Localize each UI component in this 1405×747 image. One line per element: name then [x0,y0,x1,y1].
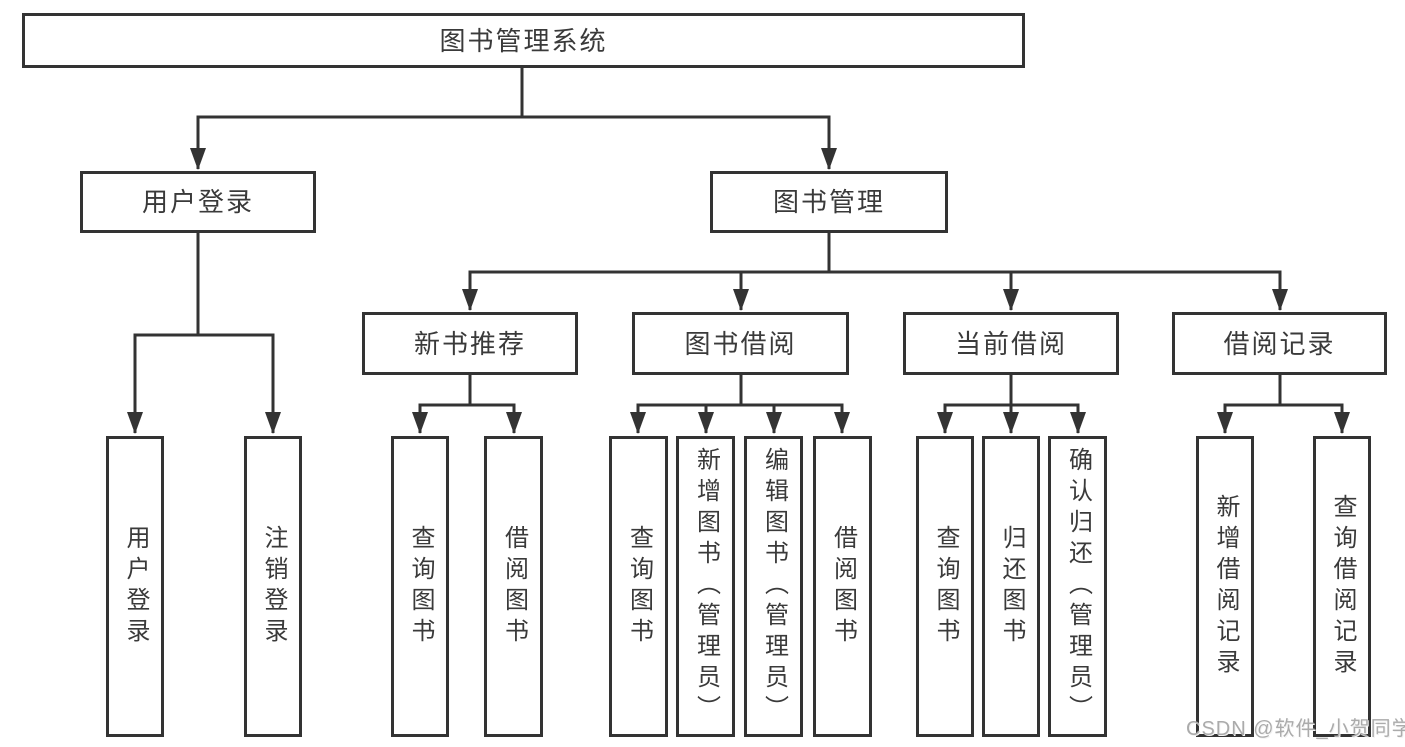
leaf-query-borrow-record: 查询借阅记录 [1313,436,1371,737]
leaf-label: 用户登录 [122,524,149,649]
leaf-borrow-book-1: 借阅图书 [484,436,543,737]
leaf-label: 查询图书 [407,524,434,649]
leaf-add-borrow-record: 新增借阅记录 [1196,436,1254,737]
node-system-root: 图书管理系统 [22,13,1025,68]
leaf-label: 查询借阅记录 [1329,493,1356,680]
leaf-add-book-admin: 新增图书（管理员） [676,436,735,737]
leaf-label: 借阅图书 [500,524,528,649]
leaf-query-book-3: 查询图书 [916,436,974,737]
node-current-borrow: 当前借阅 [903,312,1119,375]
leaf-label: 查询图书 [932,524,959,649]
leaf-label: 确认归还（管理员） [1064,447,1092,726]
leaf-label: 注销登录 [260,524,287,649]
node-borrow-record: 借阅记录 [1172,312,1387,375]
leaf-label: 借阅图书 [829,524,857,649]
leaf-query-book-2: 查询图书 [609,436,668,737]
leaf-borrow-book-2: 借阅图书 [813,436,872,737]
leaf-label: 新增图书（管理员） [692,447,720,726]
node-book-management: 图书管理 [710,171,948,233]
csdn-watermark: CSDN @软件_小贺同学 [1186,718,1405,740]
leaf-logout: 注销登录 [244,436,302,737]
leaf-label: 新增借阅记录 [1212,493,1239,680]
leaf-label: 归还图书 [998,524,1025,649]
leaf-query-book-1: 查询图书 [391,436,449,737]
leaf-confirm-return-admin: 确认归还（管理员） [1048,436,1107,737]
node-book-borrow: 图书借阅 [632,312,849,375]
leaf-return-book: 归还图书 [982,436,1040,737]
leaf-edit-book-admin: 编辑图书（管理员） [744,436,803,737]
leaf-label: 编辑图书（管理员） [760,447,788,726]
leaf-user-login: 用户登录 [106,436,164,737]
leaf-label: 查询图书 [625,524,653,649]
node-user-login: 用户登录 [80,171,316,233]
node-new-book-recommend: 新书推荐 [362,312,578,375]
